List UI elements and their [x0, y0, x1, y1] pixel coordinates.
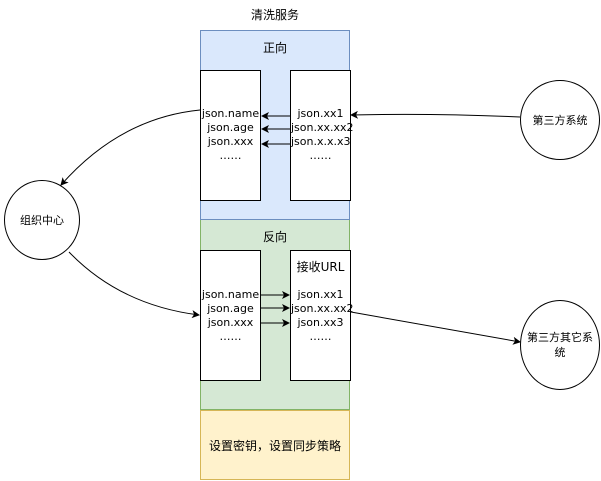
forward-label: 正向: [262, 41, 287, 55]
field: ……: [219, 149, 242, 162]
receive-url-header: 接收URL: [296, 260, 345, 274]
service-title: 清洗服务: [250, 8, 299, 22]
org-center-label: 组织中心: [20, 213, 64, 227]
third-party-label: 第三方系统: [532, 113, 588, 127]
field: json.xx3: [297, 316, 344, 329]
org-center-node: 组织中心: [4, 180, 80, 260]
forward-to-org-center-arrow: [60, 109, 201, 186]
field: ……: [219, 330, 242, 343]
settings-label: 设置密钥，设置同步策略: [208, 439, 341, 453]
field: json.x.x.x3: [291, 135, 351, 148]
field: json.xx1: [297, 107, 344, 120]
field: json.name: [201, 288, 260, 301]
reverse-to-third-party-other-arrow: [350, 311, 521, 345]
reverse-target-fields-box: 接收URL json.xx1 json.xx.xx2 json.xx3 ……: [290, 250, 354, 381]
field: json.xxx: [207, 316, 254, 329]
field: json.age: [207, 121, 254, 134]
field: ……: [309, 149, 332, 162]
field: json.xxx: [207, 135, 254, 148]
field: ……: [309, 330, 332, 343]
field: json.xx.xx2: [291, 121, 354, 134]
field: json.name: [201, 107, 260, 120]
third-party-other-node: 第三方其它系统: [520, 300, 600, 390]
org-center-to-reverse-arrow: [68, 251, 200, 319]
field: json.xx.xx2: [291, 302, 354, 315]
third-party-to-forward-arrow: [350, 110, 521, 119]
field: json.xx1: [297, 288, 344, 301]
reverse-label: 反向: [262, 230, 287, 244]
forward-target-fields-box: json.name json.age json.xxx ……: [200, 70, 261, 201]
third-party-node: 第三方系统: [520, 80, 600, 160]
third-party-other-label: 第三方其它系统: [527, 331, 593, 359]
settings-section: 设置密钥，设置同步策略: [200, 410, 350, 480]
forward-source-fields-box: json.xx1 json.xx.xx2 json.x.x.x3 ……: [290, 70, 354, 201]
reverse-source-fields-box: json.name json.age json.xxx ……: [200, 250, 261, 381]
field: json.age: [207, 302, 254, 315]
